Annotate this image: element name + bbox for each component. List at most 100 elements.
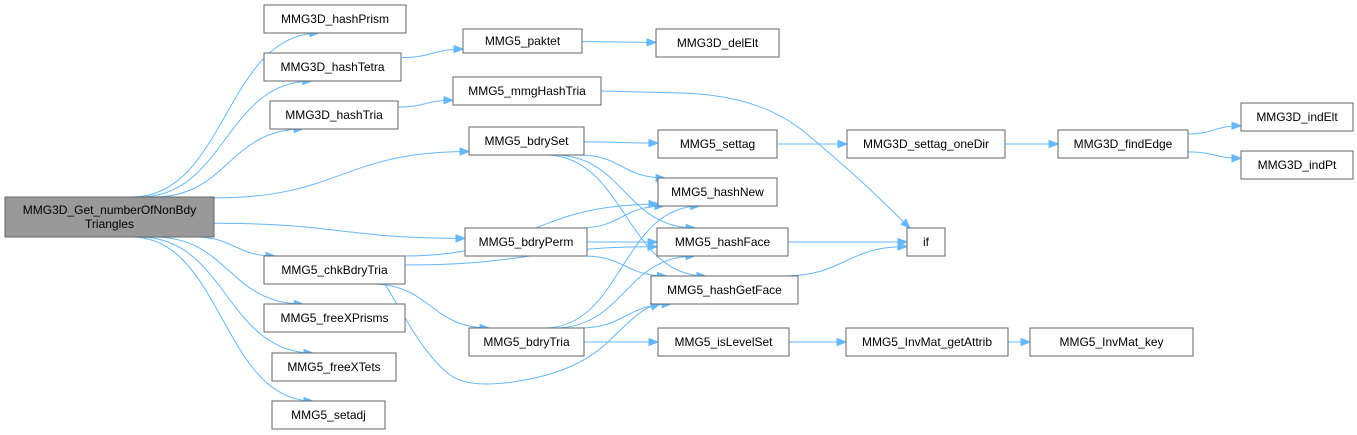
- node-box: [464, 227, 588, 257]
- edge-line: [131, 236, 314, 402]
- edge-findEdge-to-indElt: [1187, 121, 1243, 135]
- edge-hashGetFace-to-if: [783, 242, 909, 277]
- arrowhead: [647, 242, 659, 251]
- node-label: MMG5_mmgHashTria: [468, 84, 586, 98]
- node-paktet[interactable]: MMG5_paktet: [462, 28, 583, 54]
- node-if[interactable]: if: [906, 227, 946, 257]
- edge-line: [213, 150, 470, 199]
- edge-line: [583, 141, 659, 144]
- edge-line: [153, 128, 304, 198]
- node-label: MMG5_isLevelSet: [674, 335, 773, 349]
- node-freeXPrisms[interactable]: MMG5_freeXPrisms: [263, 303, 406, 333]
- arrowhead: [1048, 139, 1060, 149]
- edge-bdryTria-to-hashGetFace: [579, 299, 673, 329]
- node-findEdge[interactable]: MMG3D_findEdge: [1057, 129, 1189, 159]
- arrowhead: [648, 138, 660, 148]
- arrowhead: [1020, 337, 1032, 347]
- node-bdryTria[interactable]: MMG5_bdryTria: [468, 327, 585, 357]
- edge-findEdge-to-indPt: [1187, 151, 1243, 163]
- edge-root-to-hashTria3D: [153, 124, 305, 198]
- node-label: Triangles: [85, 217, 134, 231]
- node-invMatKey[interactable]: MMG5_InvMat_key: [1029, 327, 1194, 357]
- node-hashPrism[interactable]: MMG3D_hashPrism: [263, 4, 407, 34]
- edge-root-to-bdryPerm: [213, 222, 467, 243]
- node-label: MMG3D_hashTetra: [280, 60, 384, 74]
- arrowhead: [1231, 154, 1243, 163]
- node-label: MMG3D_settag_oneDir: [863, 137, 989, 151]
- edge-line: [139, 236, 314, 354]
- node-mmgHashTria[interactable]: MMG5_mmgHashTria: [452, 76, 602, 106]
- node-label: MMG3D_findEdge: [1074, 137, 1173, 151]
- edge-line: [600, 90, 911, 229]
- node-label: MMG5_bdrySet: [484, 134, 569, 148]
- edge-line: [194, 236, 276, 257]
- node-invMatGetAttrib[interactable]: MMG5_InvMat_getAttrib: [845, 327, 1009, 357]
- node-box: [1029, 327, 1194, 357]
- node-settag[interactable]: MMG5_settag: [657, 129, 778, 159]
- node-indElt[interactable]: MMG3D_indElt: [1240, 102, 1354, 132]
- arrowhead: [648, 337, 660, 347]
- edge-line: [213, 222, 466, 239]
- node-box: [452, 76, 602, 106]
- edge-line: [581, 41, 657, 43]
- node-box: [263, 303, 406, 333]
- edge-line: [553, 255, 696, 329]
- node-label: MMG5_freeXTets: [287, 360, 380, 374]
- node-freeXTets[interactable]: MMG5_freeXTets: [271, 352, 397, 382]
- edge-root-to-chkBdryTria: [194, 236, 277, 261]
- arrowhead: [836, 337, 848, 347]
- arrowhead: [897, 242, 909, 251]
- arrowhead: [648, 199, 660, 209]
- node-setadj[interactable]: MMG5_setadj: [271, 400, 386, 430]
- node-delElt[interactable]: MMG3D_delElt: [655, 28, 780, 58]
- node-label: MMG5_chkBdryTria: [281, 263, 388, 277]
- node-label: MMG5_bdryTria: [483, 335, 570, 349]
- node-box: [1240, 150, 1354, 180]
- node-box: [263, 4, 407, 34]
- node-box: [906, 227, 946, 257]
- node-chkBdryTria[interactable]: MMG5_chkBdryTria: [263, 255, 406, 285]
- edge-root-to-freeXTets: [139, 236, 315, 358]
- node-label: if: [923, 235, 930, 249]
- node-bdrySet[interactable]: MMG5_bdrySet: [468, 126, 585, 156]
- node-hashTetra[interactable]: MMG3D_hashTetra: [263, 52, 402, 82]
- edge-bdrySet-to-hashNew: [578, 154, 667, 183]
- edge-mmgHashTria-to-if: [600, 90, 911, 229]
- node-label: MMG5_setadj: [291, 408, 366, 422]
- node-hashTria3D[interactable]: MMG3D_hashTria: [269, 100, 399, 130]
- node-box: [271, 400, 386, 430]
- node-label: MMG5_hashNew: [671, 185, 764, 199]
- node-isLevelSet[interactable]: MMG5_isLevelSet: [657, 327, 790, 357]
- arrowhead: [453, 44, 465, 54]
- edge-line: [384, 283, 661, 385]
- node-settagOneDir[interactable]: MMG3D_settag_oneDir: [846, 129, 1006, 159]
- node-hashFace[interactable]: MMG5_hashFace: [656, 227, 789, 257]
- node-hashNew[interactable]: MMG5_hashNew: [657, 177, 778, 207]
- node-box: [650, 275, 799, 305]
- node-label: MMG5_paktet: [485, 34, 561, 48]
- edge-line: [544, 205, 700, 329]
- edge-line: [578, 154, 666, 179]
- edge-root-to-hashTetra: [139, 76, 314, 198]
- node-box: [656, 227, 789, 257]
- node-hashGetFace[interactable]: MMG5_hashGetFace: [650, 275, 799, 305]
- node-box: [1240, 102, 1354, 132]
- edge-line: [783, 246, 908, 277]
- node-box: [655, 28, 780, 58]
- node-indPt[interactable]: MMG3D_indPt: [1240, 150, 1354, 180]
- edge-bdrySet-to-settag: [583, 138, 660, 148]
- edge-hashFace-to-if: [787, 237, 909, 247]
- arrowhead: [837, 139, 849, 149]
- node-label: MMG5_hashGetFace: [667, 283, 782, 297]
- node-bdryPerm[interactable]: MMG5_bdryPerm: [464, 227, 588, 257]
- arrowhead: [459, 147, 471, 156]
- arrowhead: [455, 234, 467, 243]
- edge-root-to-bdrySet: [213, 147, 471, 199]
- edge-hashTria3D-to-mmgHashTria: [397, 95, 455, 108]
- edge-paktet-to-delElt: [581, 38, 658, 47]
- node-label: MMG5_InvMat_key: [1059, 335, 1163, 349]
- arrowhead: [443, 95, 455, 105]
- edge-line: [579, 303, 672, 329]
- node-box: [1057, 129, 1189, 159]
